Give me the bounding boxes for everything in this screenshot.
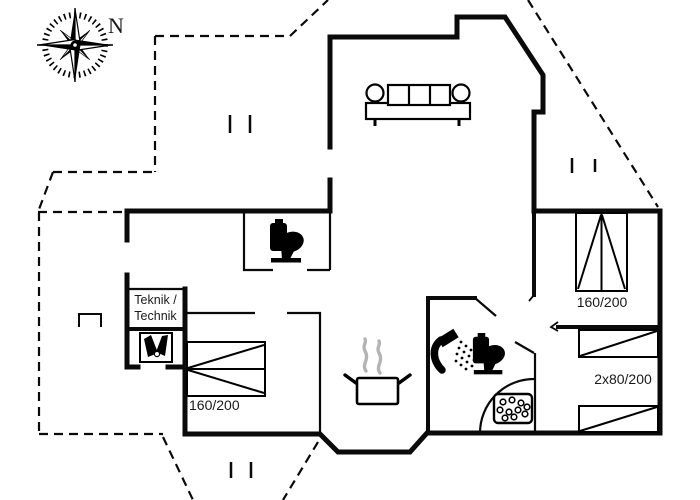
compass-rose-icon: [37, 8, 113, 82]
bed-icon: [575, 212, 628, 292]
north-label: N: [108, 13, 124, 38]
toilet-icon: [270, 219, 307, 263]
sofa-icon: [364, 83, 472, 126]
technical-room-label-line1: Teknik /: [134, 293, 177, 307]
bed-size-label: 160/200: [189, 397, 240, 413]
bed-icon: [186, 341, 266, 397]
bed-icon: [578, 329, 659, 433]
terrace-post-symbol: [78, 313, 102, 327]
cooking-pot-icon: [343, 337, 412, 406]
interior-walls: [126, 209, 662, 435]
bed-size-label: 2x80/200: [594, 371, 652, 387]
door-marks: [528, 294, 559, 332]
washing-machine-icon: [139, 332, 173, 363]
shower-head-icon: [430, 328, 478, 374]
toilet-icon: [472, 333, 508, 375]
shower-tray-icon: [492, 392, 534, 425]
technical-room-label-line2: Technik: [134, 309, 177, 324]
exterior-walls: [124, 14, 663, 455]
technical-room-label: Teknik / Technik: [127, 292, 184, 325]
bed-size-label: 160/200: [576, 294, 628, 310]
terrace-step-marks: [228, 115, 597, 478]
shower-enclosure: [478, 377, 536, 434]
partition-walls: [128, 211, 537, 434]
terrace-dashed-outline: [36, 0, 659, 500]
